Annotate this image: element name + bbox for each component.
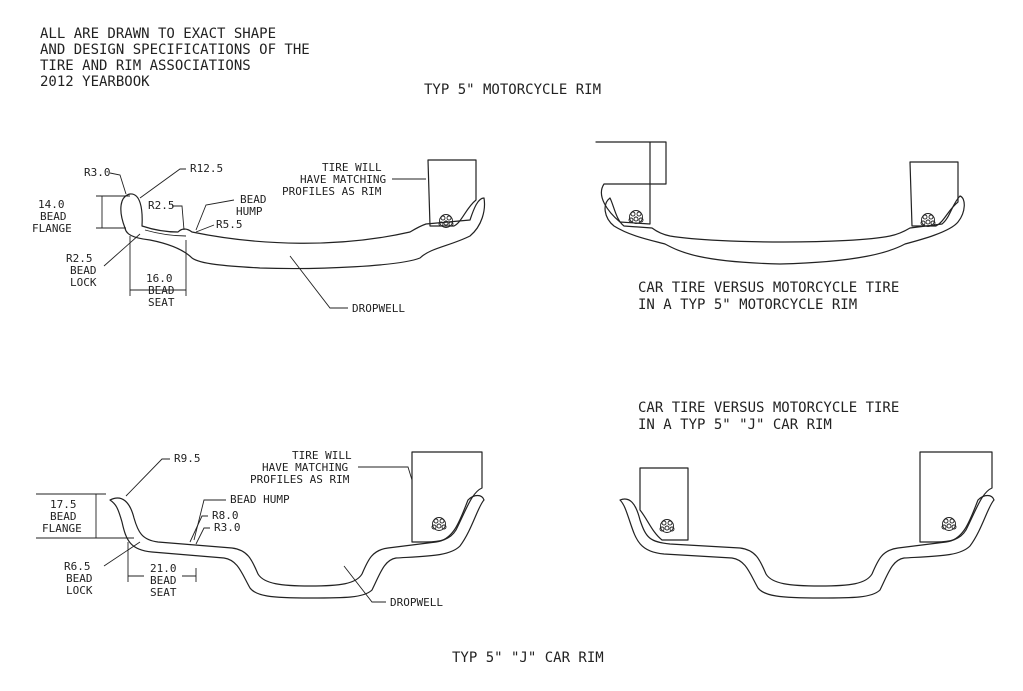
motorcycle-rim-annotations: R3.0 R12.5 14.0 BEAD FLANGE R2.5 BEAD HU…	[32, 161, 426, 315]
dropwell-label: DROPWELL	[352, 302, 405, 315]
r2-5-hump-label: R2.5	[148, 199, 175, 212]
car-tire-bead-icon	[628, 210, 644, 224]
r12-5-label: R12.5	[190, 162, 223, 175]
note-line-4: 2012 YEARBOOK	[40, 74, 150, 90]
specification-note: ALL ARE DRAWN TO EXACT SHAPE AND DESIGN …	[40, 26, 310, 90]
bead-hump-label: BEAD HUMP	[230, 493, 290, 506]
motorcycle-rim-title: TYP 5" MOTORCYCLE RIM	[424, 82, 601, 98]
tire-note-line-3: PROFILES AS RIM	[282, 185, 382, 198]
bead-flange-label-2: FLANGE	[32, 222, 72, 235]
motorcycle-rim-comparison: CAR TIRE VERSUS MOTORCYCLE TIRE IN A TYP…	[595, 141, 965, 313]
tire-note-line-3: PROFILES AS RIM	[250, 473, 350, 486]
car-rim-comparison: CAR TIRE VERSUS MOTORCYCLE TIRE IN A TYP…	[619, 400, 995, 599]
bead-lock-label-2: LOCK	[66, 584, 93, 597]
bead-seat-label-2: SEAT	[150, 586, 177, 599]
bead-flange-height: 17.5	[50, 498, 77, 511]
car-rim-annotations: R9.5 17.5 BEAD FLANGE BEAD HUMP R8.0 R3.…	[36, 449, 443, 609]
note-line-2: AND DESIGN SPECIFICATIONS OF THE	[40, 42, 310, 58]
dropwell-label: DROPWELL	[390, 596, 443, 609]
tire-note-line-1: TIRE WILL	[322, 161, 382, 174]
bead-lock-label-2: LOCK	[70, 276, 97, 289]
bead-flange-label-2: FLANGE	[42, 522, 82, 535]
note-line-1: ALL ARE DRAWN TO EXACT SHAPE	[40, 26, 276, 42]
bead-lock-radius: R6.5	[64, 560, 91, 573]
bead-lock-radius: R2.5	[66, 252, 93, 265]
tire-note-line-2: HAVE MATCHING	[262, 461, 348, 474]
r5-5-label: R5.5	[216, 218, 243, 231]
bead-seat-width: 16.0	[146, 272, 173, 285]
r9-5-label: R9.5	[174, 452, 201, 465]
motorcycle-comparison-caption-1: CAR TIRE VERSUS MOTORCYCLE TIRE	[638, 280, 899, 296]
bead-wire-icon	[438, 214, 454, 228]
car-comparison-caption-2: IN A TYP 5" "J" CAR RIM	[638, 417, 832, 433]
car-tire-bead-icon-2	[941, 517, 957, 531]
bead-seat-label-1: BEAD	[150, 574, 177, 587]
motorcycle-comparison-caption-2: IN A TYP 5" MOTORCYCLE RIM	[638, 297, 857, 313]
bead-seat-label-2: SEAT	[148, 296, 175, 309]
bead-flange-label-1: BEAD	[40, 210, 67, 223]
tire-note-line-2: HAVE MATCHING	[300, 173, 386, 186]
bead-hump-label-2: HUMP	[236, 205, 263, 218]
r3-0-label: R3.0	[84, 166, 111, 179]
r3-0-label: R3.0	[214, 521, 241, 534]
bead-lock-label-1: BEAD	[70, 264, 97, 277]
tire-note-line-1: TIRE WILL	[292, 449, 352, 462]
bead-seat-label-1: BEAD	[148, 284, 175, 297]
bead-hump-label-1: BEAD	[240, 193, 267, 206]
car-bead-wire-icon	[431, 517, 447, 531]
bead-flange-height: 14.0	[38, 198, 65, 211]
r8-0-label: R8.0	[212, 509, 239, 522]
bead-flange-label-1: BEAD	[50, 510, 77, 523]
note-line-3: TIRE AND RIM ASSOCIATIONS	[40, 58, 251, 74]
motorcycle-rim-profile	[120, 159, 486, 270]
motorcycle-tire-bead-icon	[920, 213, 936, 227]
car-rim-title: TYP 5" "J" CAR RIM	[452, 650, 604, 666]
bead-seat-width: 21.0	[150, 562, 177, 575]
bead-lock-label-1: BEAD	[66, 572, 93, 585]
car-comparison-caption-1: CAR TIRE VERSUS MOTORCYCLE TIRE	[638, 400, 899, 416]
motorcycle-tire-bead-icon-2	[659, 519, 675, 533]
car-rim-profile	[109, 451, 485, 599]
